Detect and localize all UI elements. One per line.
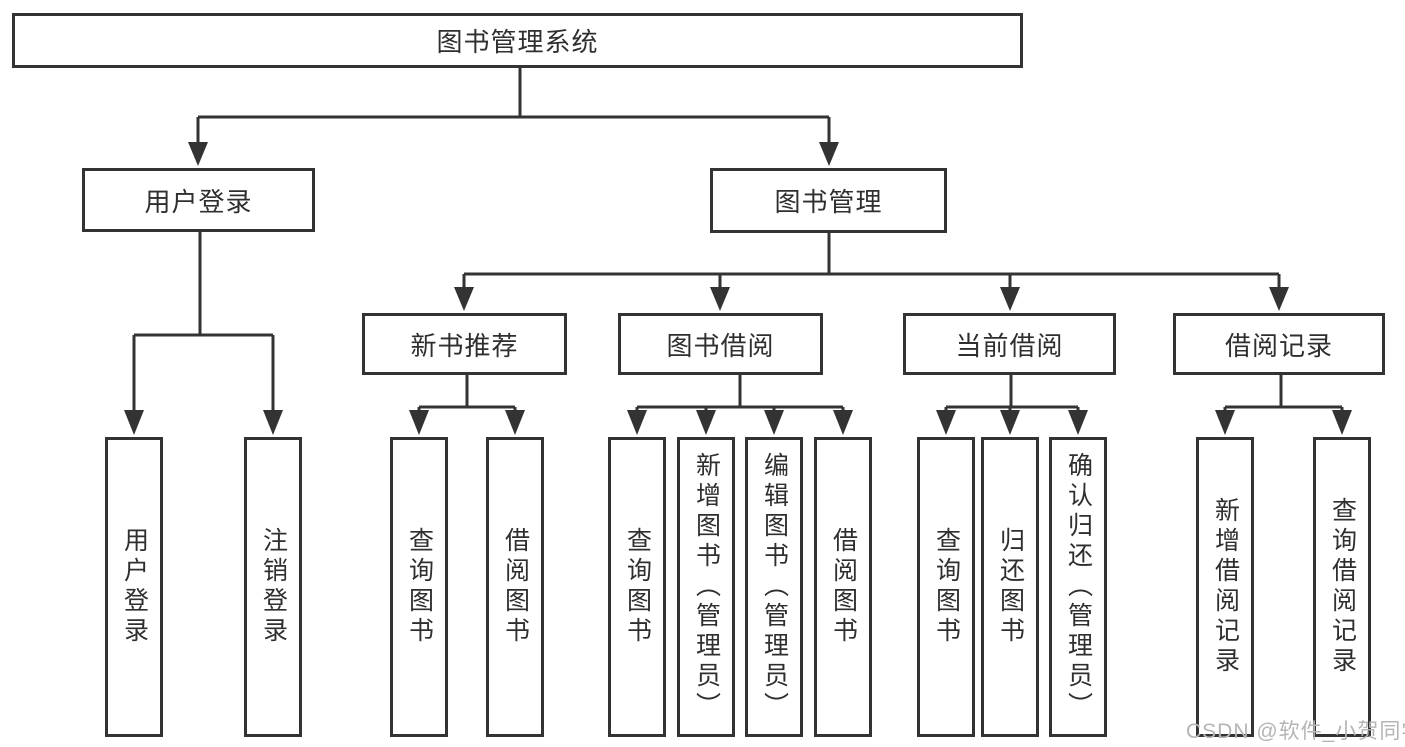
node-library-management-system: 图书管理系统 (12, 13, 1023, 68)
watermark: CSDN @软件_小贺同学 (1186, 720, 1405, 743)
leaf-logout: 注销登录 (244, 437, 302, 737)
connector-borrow-records-subtree (1215, 375, 1352, 435)
leaf-query-books-current: 查询图书 (917, 437, 975, 737)
node-book-borrow: 图书借阅 (618, 313, 823, 375)
connector-root-to-level2 (188, 68, 839, 166)
leaf-add-book-admin: 新增图书（管理员） (677, 437, 735, 737)
leaf-query-borrow-record: 查询借阅记录 (1313, 437, 1371, 737)
node-current-borrow: 当前借阅 (903, 313, 1116, 375)
connector-new-book-recommend-subtree (409, 375, 525, 435)
leaf-query-books-recommend: 查询图书 (390, 437, 448, 737)
node-user-login: 用户登录 (82, 168, 315, 232)
leaf-confirm-return-admin: 确认归还（管理员） (1049, 437, 1107, 737)
leaf-borrow-books-recommend: 借阅图书 (486, 437, 544, 737)
leaf-add-borrow-record: 新增借阅记录 (1196, 437, 1254, 737)
leaf-edit-book-admin: 编辑图书（管理员） (745, 437, 803, 737)
connector-book-borrow-subtree (627, 375, 853, 435)
node-new-book-recommend: 新书推荐 (362, 313, 567, 375)
leaf-return-book: 归还图书 (981, 437, 1039, 737)
leaf-user-login: 用户登录 (105, 437, 163, 737)
leaf-borrow-books: 借阅图书 (814, 437, 872, 737)
node-book-management: 图书管理 (710, 168, 947, 233)
leaf-query-books-borrow: 查询图书 (608, 437, 666, 737)
connector-user-login-subtree (124, 232, 283, 435)
connector-book-management-to-level3 (454, 233, 1289, 311)
node-borrow-records: 借阅记录 (1173, 313, 1385, 375)
connector-current-borrow-subtree (936, 375, 1088, 435)
